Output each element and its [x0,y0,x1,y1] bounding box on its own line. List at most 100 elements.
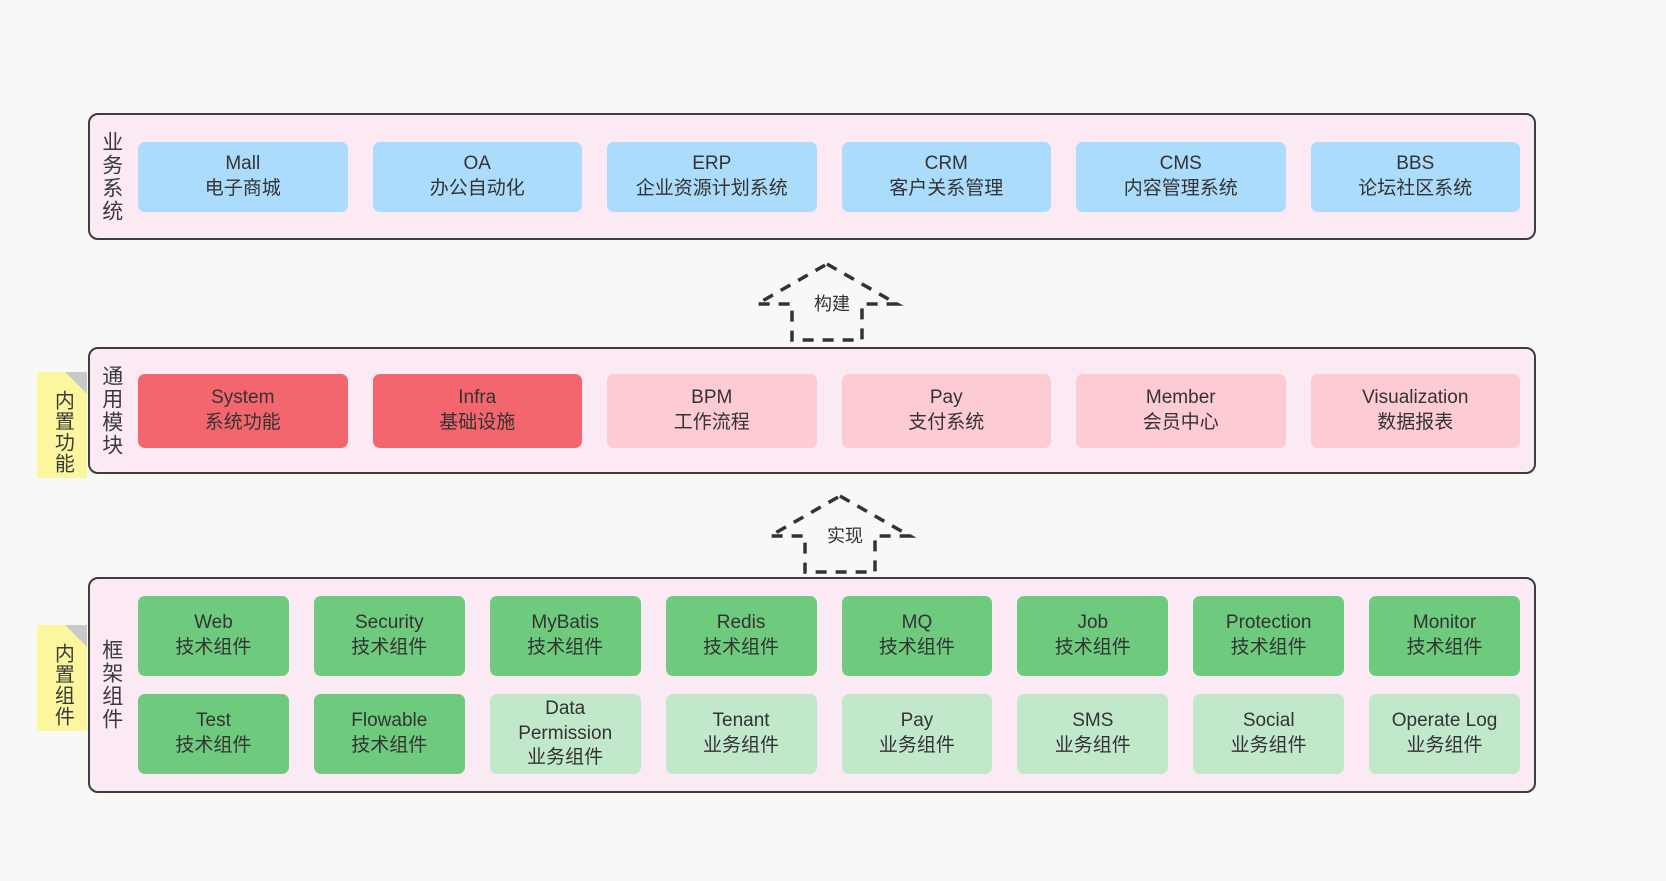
framework-item-social-en: Social [1242,710,1295,732]
sticky-note-builtin-components-label: 内置组件 [51,643,74,727]
framework-item-sms[interactable]: SMS 业务组件 [1017,694,1169,774]
business-item-bbs[interactable]: BBS 论坛社区系统 [1310,141,1520,212]
sticky-note-builtin-components: 内置组件 [37,625,87,731]
layer-framework-title: 框架组件 [99,639,123,731]
framework-item-test-en: Test [196,710,231,732]
framework-item-flowable-cn: 技术组件 [351,735,428,756]
framework-item-security[interactable]: Security 技术组件 [313,596,465,676]
sticky-note-builtin-features-label: 内置功能 [51,390,74,474]
framework-item-mybatis[interactable]: MyBatis 技术组件 [489,596,641,676]
business-item-crm[interactable]: CRM 客户关系管理 [841,141,1051,212]
framework-item-operate-log-en: Operate Log [1391,710,1498,732]
business-item-oa[interactable]: OA 办公自动化 [372,141,582,212]
framework-item-data-permission-en: Data Permission [518,697,613,744]
framework-item-mybatis-en: MyBatis [531,612,599,634]
module-item-bpm-en: BPM [691,386,733,408]
sticky-fold-corner-icon [65,372,87,394]
framework-row-business: Test 技术组件 Flowable 技术组件 Data Permission … [138,694,1520,774]
framework-item-web[interactable]: Web 技术组件 [138,596,289,676]
module-item-pay[interactable]: Pay 支付系统 [841,373,1051,448]
framework-item-social-cn: 业务组件 [1230,735,1307,756]
framework-item-security-cn: 技术组件 [351,637,428,658]
business-item-erp[interactable]: ERP 企业资源计划系统 [607,141,817,212]
business-item-cms-en: CMS [1159,152,1202,174]
sticky-note-builtin-features: 内置功能 [37,372,87,478]
module-item-bpm[interactable]: BPM 工作流程 [607,373,817,448]
module-item-member-cn: 会员中心 [1142,411,1219,433]
business-item-mall[interactable]: Mall 电子商城 [138,141,348,212]
framework-item-monitor-cn: 技术组件 [1406,637,1483,658]
layer-framework-body: Web 技术组件 Security 技术组件 MyBatis 技术组件 Redi… [132,579,1534,791]
framework-item-test[interactable]: Test 技术组件 [138,694,289,774]
module-item-visualization[interactable]: Visualization 数据报表 [1310,373,1520,448]
business-row: Mall 电子商城 OA 办公自动化 ERP 企业资源计划系统 CRM 客户关系… [138,141,1520,212]
business-item-mall-cn: 电子商城 [204,177,281,199]
framework-item-redis-cn: 技术组件 [703,637,780,658]
module-item-pay-en: Pay [929,386,963,408]
framework-item-job[interactable]: Job 技术组件 [1017,596,1169,676]
framework-item-tenant[interactable]: Tenant 业务组件 [665,694,817,774]
framework-item-protection-cn: 技术组件 [1230,637,1307,658]
layer-business-systems: 业务系统 Mall 电子商城 OA 办公自动化 ERP 企业资源计划系统 CRM… [88,113,1536,240]
framework-item-protection[interactable]: Protection 技术组件 [1193,596,1345,676]
framework-item-test-cn: 技术组件 [175,735,252,756]
framework-item-job-en: Job [1077,612,1109,634]
framework-item-data-permission-cn: 业务组件 [527,747,604,769]
module-item-visualization-cn: 数据报表 [1377,411,1454,433]
framework-item-mybatis-cn: 技术组件 [527,637,604,658]
framework-item-pay-cn: 业务组件 [878,735,955,756]
framework-item-operate-log[interactable]: Operate Log 业务组件 [1369,694,1520,774]
module-item-infra[interactable]: Infra 基础设施 [372,373,582,448]
module-item-infra-en: Infra [458,386,497,408]
layer-modules-body: System 系统功能 Infra 基础设施 BPM 工作流程 Pay 支付系统… [132,349,1534,472]
framework-item-pay[interactable]: Pay 业务组件 [841,694,993,774]
modules-row: System 系统功能 Infra 基础设施 BPM 工作流程 Pay 支付系统… [138,373,1520,448]
framework-item-mq[interactable]: MQ 技术组件 [841,596,993,676]
business-item-bbs-en: BBS [1396,152,1435,174]
module-item-infra-cn: 基础设施 [439,411,516,433]
business-item-crm-en: CRM [924,152,968,174]
module-item-member-en: Member [1145,386,1216,408]
sticky-fold-corner-icon [65,625,87,647]
framework-row-tech: Web 技术组件 Security 技术组件 MyBatis 技术组件 Redi… [138,596,1520,676]
business-item-cms[interactable]: CMS 内容管理系统 [1076,141,1286,212]
framework-item-job-cn: 技术组件 [1054,637,1131,658]
business-item-bbs-cn: 论坛社区系统 [1358,177,1473,199]
build-arrow-outline [750,261,904,342]
framework-item-pay-en: Pay [900,710,934,732]
framework-item-tenant-en: Tenant [712,710,770,732]
layer-business-title: 业务系统 [99,130,123,223]
framework-item-security-en: Security [354,612,424,634]
module-item-bpm-cn: 工作流程 [673,411,750,433]
framework-item-sms-en: SMS [1072,710,1114,732]
implement-arrow-outline [763,493,917,574]
framework-item-social[interactable]: Social 业务组件 [1193,694,1345,774]
framework-item-operate-log-cn: 业务组件 [1406,735,1483,756]
layer-business-body: Mall 电子商城 OA 办公自动化 ERP 企业资源计划系统 CRM 客户关系… [132,115,1534,238]
module-item-system-cn: 系统功能 [204,411,281,433]
layer-modules-title: 通用模块 [99,364,123,457]
connector-build-label: 构建 [814,294,850,314]
module-item-system[interactable]: System 系统功能 [138,373,348,448]
framework-item-flowable[interactable]: Flowable 技术组件 [313,694,465,774]
framework-item-monitor[interactable]: Monitor 技术组件 [1369,596,1520,676]
layer-framework-components: 框架组件 Web 技术组件 Security 技术组件 MyBatis 技术组件… [88,577,1536,793]
business-item-oa-en: OA [463,152,491,174]
connector-implement-label: 实现 [827,526,863,546]
module-item-visualization-en: Visualization [1362,386,1469,408]
framework-item-redis[interactable]: Redis 技术组件 [665,596,817,676]
module-item-system-en: System [211,386,275,408]
framework-item-mq-cn: 技术组件 [878,637,955,658]
business-item-cms-cn: 内容管理系统 [1123,177,1238,199]
framework-item-data-permission[interactable]: Data Permission 业务组件 [489,694,641,774]
connector-build-arrow: 构建 [750,258,904,344]
layer-common-modules: 通用模块 System 系统功能 Infra 基础设施 BPM 工作流程 Pay… [88,347,1536,474]
framework-item-flowable-en: Flowable [351,710,428,732]
business-item-oa-cn: 办公自动化 [429,177,525,199]
business-item-erp-cn: 企业资源计划系统 [635,177,788,199]
module-item-member[interactable]: Member 会员中心 [1076,373,1286,448]
framework-item-redis-en: Redis [716,612,766,634]
framework-item-mq-en: MQ [901,612,933,634]
connector-implement-arrow: 实现 [763,490,917,576]
framework-item-protection-en: Protection [1225,612,1312,634]
